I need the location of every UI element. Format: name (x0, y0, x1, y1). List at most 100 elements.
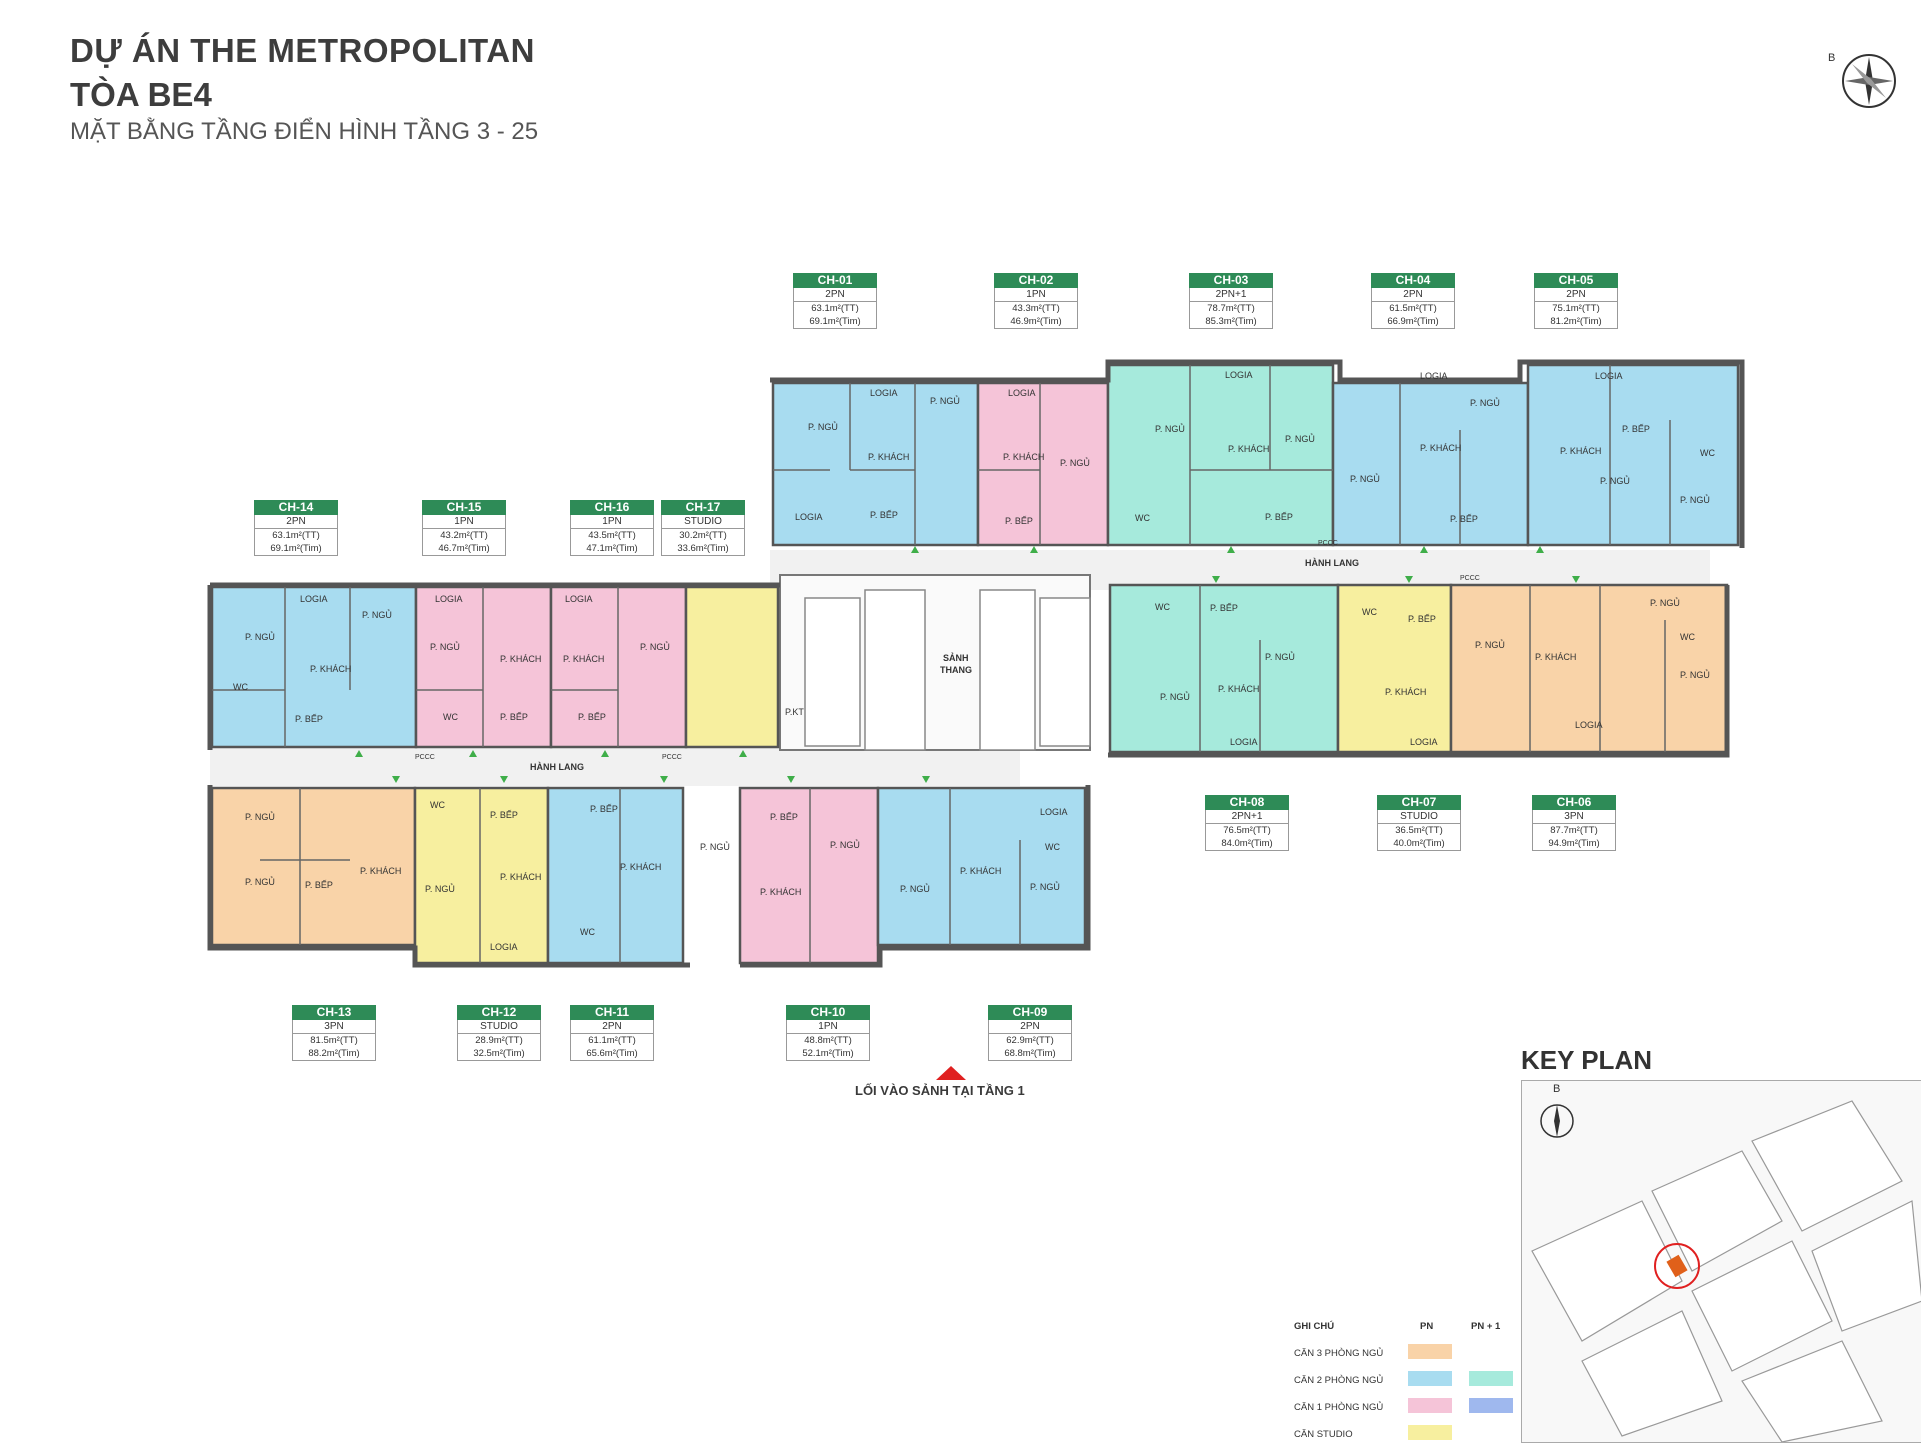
unit-code: CH-05 (1534, 273, 1618, 288)
room-label: P. NGỦ (830, 839, 860, 850)
entrance-arrow (787, 776, 795, 783)
unit-code: CH-12 (457, 1005, 541, 1020)
room-label: P. KHÁCH (563, 654, 604, 664)
room-label: P. NGỦ (640, 641, 670, 652)
room-label: P. NGỦ (1475, 639, 1505, 650)
room-label: P. NGỦ (1265, 651, 1295, 662)
room-label: P. NGỦ (1470, 397, 1500, 408)
room-label: WC (1045, 842, 1060, 852)
unit-area-tt: 75.1m²(TT) (1552, 303, 1600, 314)
room-label: P. BẾP (590, 804, 618, 814)
entrance-arrow (1572, 576, 1580, 583)
entrance-arrow (469, 750, 477, 757)
unit-type: 1PN (994, 288, 1078, 301)
unit-ch10 (738, 786, 880, 965)
room-label: P. KHÁCH (1218, 684, 1259, 694)
elevator-left (864, 589, 926, 751)
room-label: P. KHÁCH (620, 862, 661, 872)
unit-area-tim: 46.9m²(Tim) (1010, 316, 1062, 327)
unit-area-tt: 61.5m²(TT) (1389, 303, 1437, 314)
room-label: LOGIA (1410, 737, 1438, 747)
unit-area-tim: 84.0m²(Tim) (1221, 838, 1273, 849)
unit-ch13 (210, 786, 417, 947)
lift-label: THANG (940, 665, 972, 675)
unit-area-tim: 68.8m²(Tim) (1004, 1048, 1056, 1059)
room-label: P. NGỦ (1160, 691, 1190, 702)
legend-label: CĂN 2 PHÒNG NGỦ (1294, 1375, 1384, 1386)
corridor-label-upper: HÀNH LANG (1305, 558, 1359, 568)
unit-type: STUDIO (457, 1020, 541, 1033)
room-label: P. NGỦ (245, 631, 275, 642)
entrance-arrow (739, 750, 747, 757)
room-label: P. BẾP (500, 712, 528, 722)
tech-room-label: P.KT (785, 707, 804, 717)
room-label: LOGIA (795, 512, 823, 522)
unit-area-tt: 87.7m²(TT) (1550, 825, 1598, 836)
entrance-arrow (1405, 576, 1413, 583)
room-label: P. KHÁCH (1560, 446, 1601, 456)
entry-arrow-icon (936, 1066, 966, 1080)
room-label: P. NGỦ (430, 641, 460, 652)
unit-area-tt: 28.9m²(TT) (475, 1035, 523, 1046)
room-label: P. BẾP (305, 880, 333, 890)
building-outline-lower (740, 785, 1091, 968)
unit-area-tim: 40.0m²(Tim) (1393, 838, 1445, 849)
unit-area-tim: 69.1m²(Tim) (270, 543, 322, 554)
room-label: P. BẾP (1622, 424, 1650, 434)
room-label: P. NGỦ (1030, 881, 1060, 892)
unit-code: CH-17 (661, 500, 745, 515)
legend-label: CĂN 1 PHÒNG NGỦ (1294, 1402, 1384, 1413)
room-label: LOGIA (565, 594, 593, 604)
room-label: LOGIA (1595, 371, 1623, 381)
unit-type: 2PN (988, 1020, 1072, 1033)
unit-type: 2PN+1 (1189, 288, 1273, 301)
room-label: WC (430, 800, 445, 810)
room-label: P. KHÁCH (500, 654, 541, 664)
building-outline-right (1108, 585, 1730, 758)
room-label: LOGIA (300, 594, 328, 604)
building-outline-upper (770, 359, 1745, 548)
project-title: DỰ ÁN THE METROPOLITAN (70, 32, 535, 69)
unit-area-tim: 65.6m²(Tim) (586, 1048, 638, 1059)
unit-type: 3PN (1532, 810, 1616, 823)
unit-type: 3PN (292, 1020, 376, 1033)
room-label: LOGIA (1040, 807, 1068, 817)
legend-swatch-3br (1408, 1344, 1452, 1359)
compass-north-label: B (1828, 52, 1836, 64)
room-label: P. NGỦ (700, 841, 730, 852)
key-plan-north-label: B (1553, 1083, 1561, 1095)
room-label: P. KHÁCH (760, 887, 801, 897)
legend-pnplus-header: PN + 1 (1471, 1321, 1501, 1332)
unit-area-tim: 32.5m²(Tim) (473, 1048, 525, 1059)
unit-area-tim: 85.3m²(Tim) (1205, 316, 1257, 327)
room-label: WC (1700, 448, 1715, 458)
entrance-arrow (601, 750, 609, 757)
unit-area-tim: 33.6m²(Tim) (677, 543, 729, 554)
room-label: P. KHÁCH (1003, 452, 1044, 462)
unit-code: CH-02 (994, 273, 1078, 288)
unit-ch05 (1526, 363, 1740, 547)
entrance-arrow (911, 546, 919, 553)
stair-left (804, 597, 861, 747)
legend-label: CĂN STUDIO (1294, 1429, 1353, 1440)
unit-type: 2PN (1371, 288, 1455, 301)
room-label: P. NGỦ (1060, 457, 1090, 468)
entrance-arrows (355, 546, 1580, 783)
unit-area-tt: 43.5m²(TT) (588, 530, 636, 541)
unit-ch17 (684, 585, 780, 749)
room-label: P. NGỦ (1680, 494, 1710, 505)
key-plan-title: KEY PLAN (1521, 1045, 1652, 1075)
entrance-arrow (500, 776, 508, 783)
stair-right (1039, 597, 1091, 747)
unit-ch09 (876, 786, 1087, 947)
